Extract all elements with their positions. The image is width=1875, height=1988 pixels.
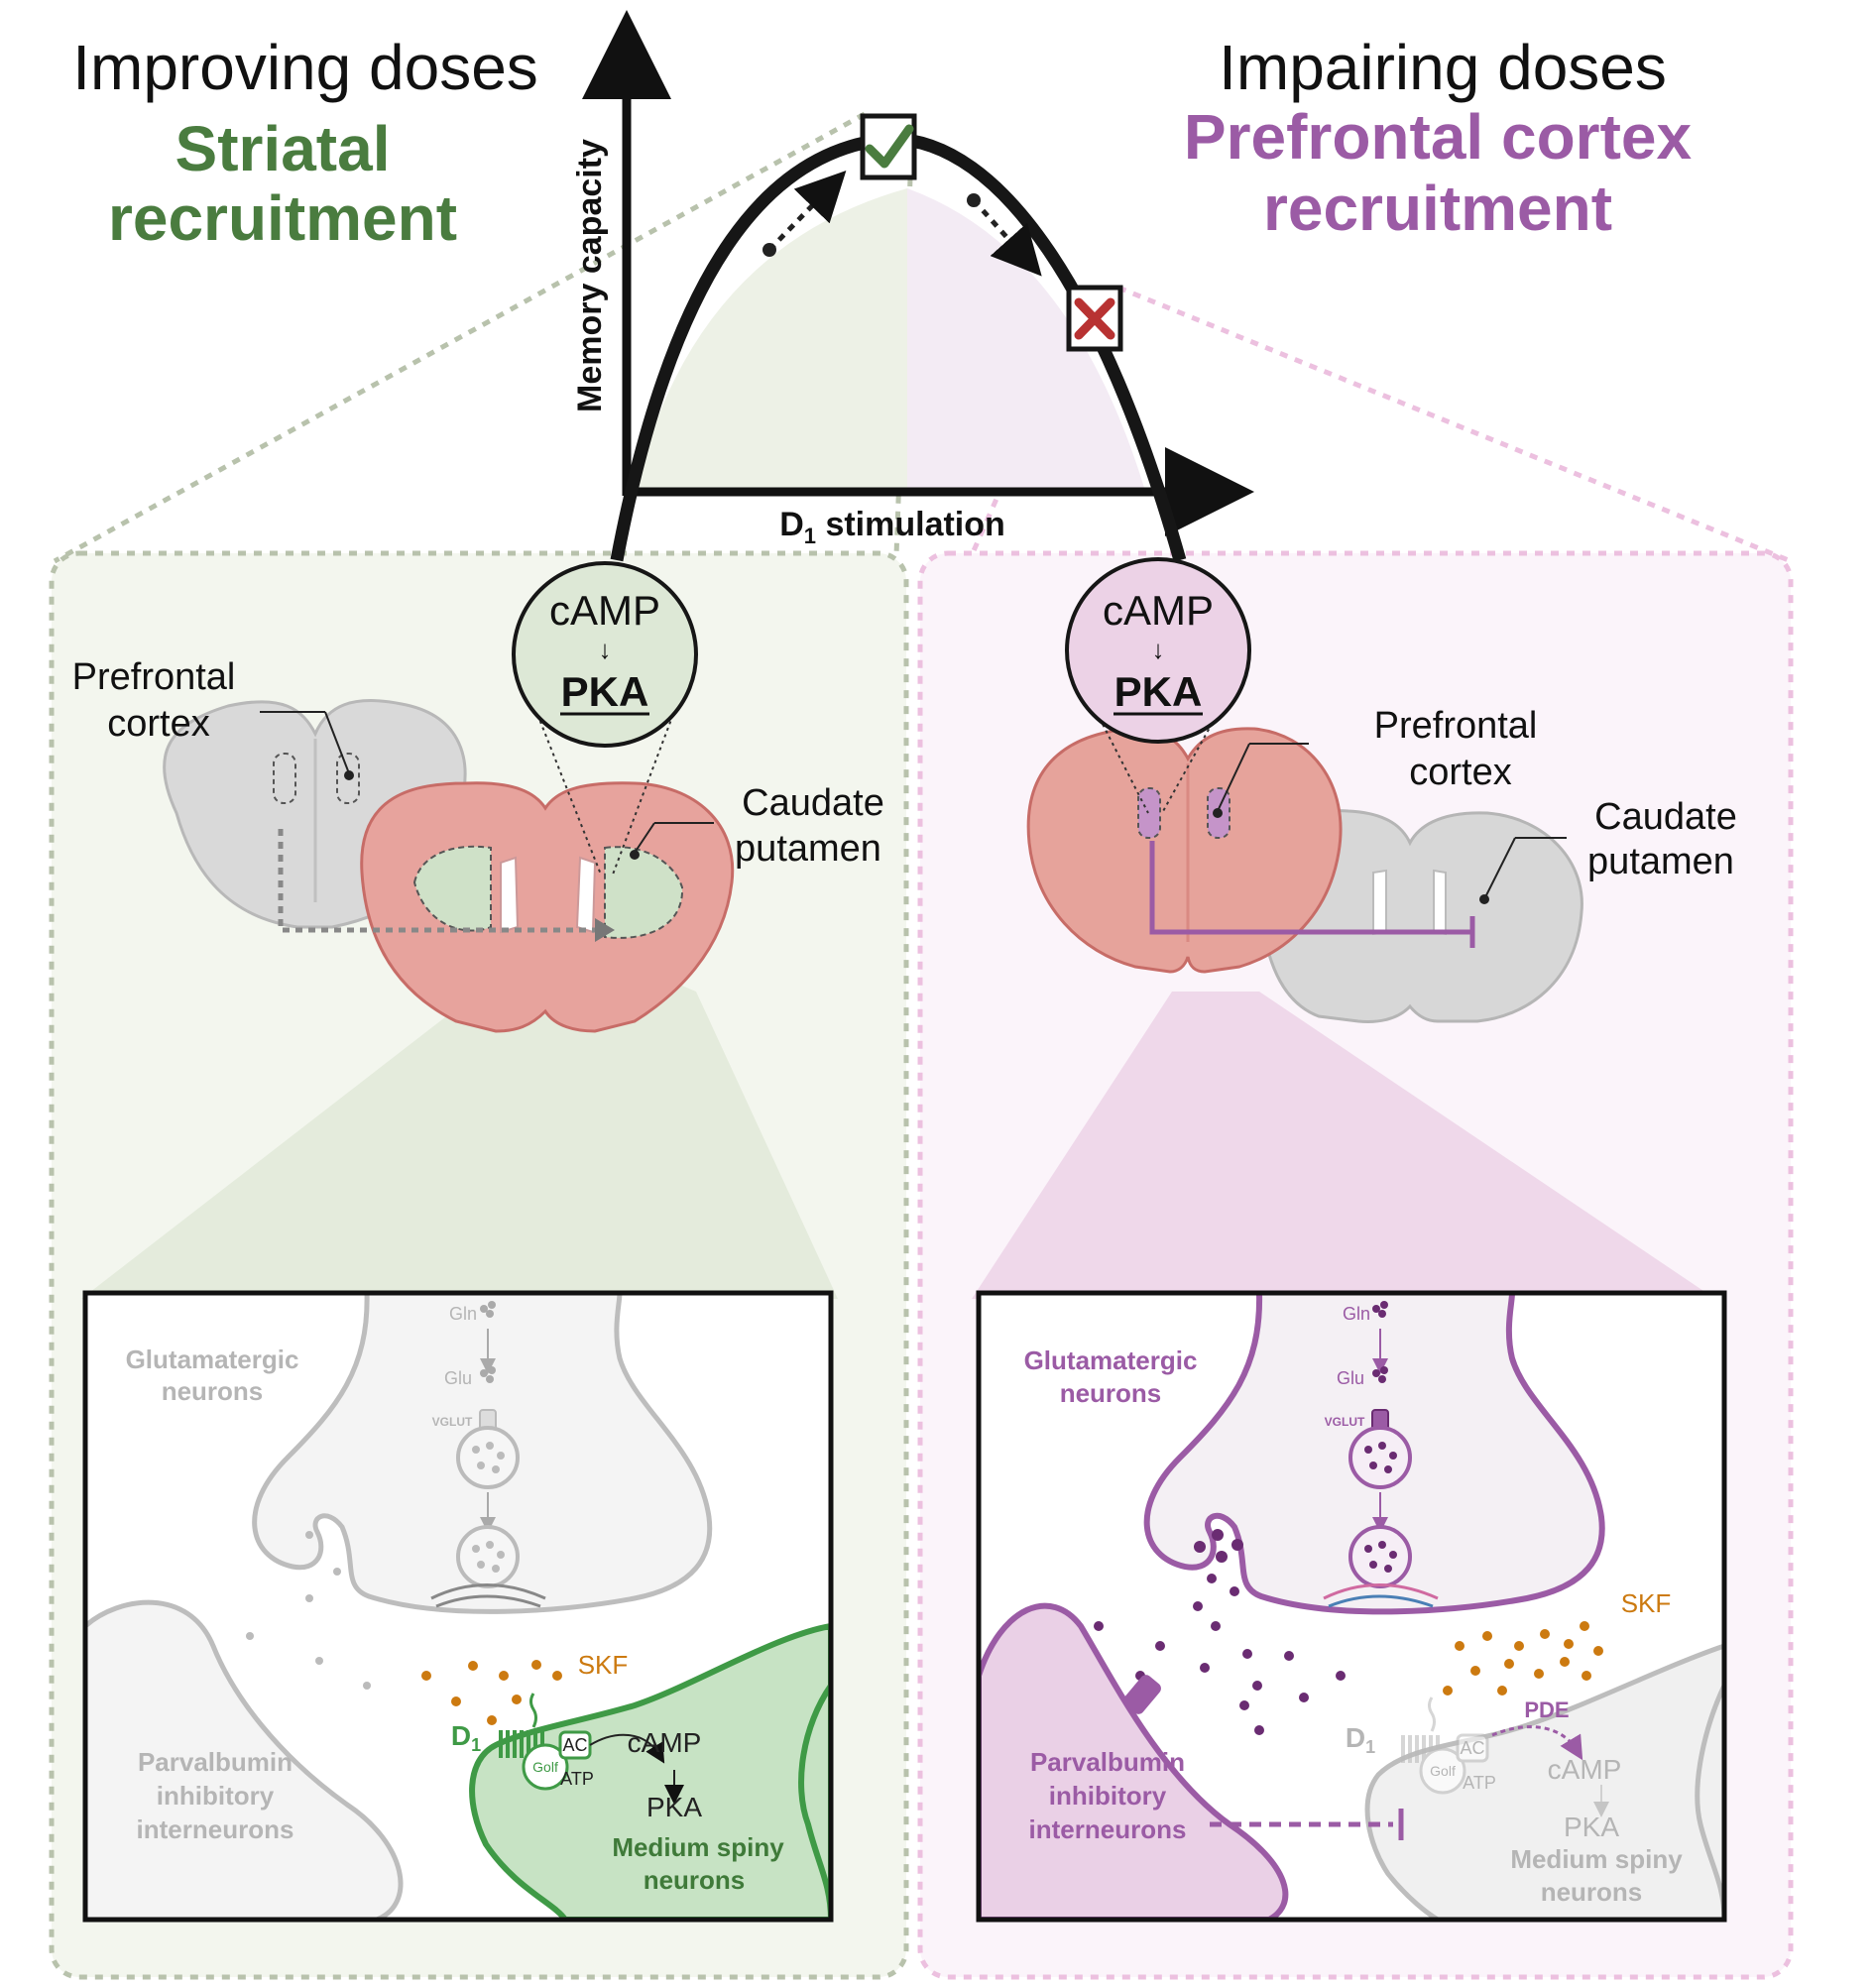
right-pde-label: PDE xyxy=(1524,1697,1569,1722)
left-zoom-cone xyxy=(81,932,838,1299)
right-skf-label: SKF xyxy=(1621,1588,1672,1618)
left-pka-label: PKA xyxy=(646,1792,702,1822)
right-cp-label-1: Caudate xyxy=(1594,796,1737,838)
right-inset-frame xyxy=(976,1290,1727,1923)
left-camp-pka-bubble: cAMP ↓ PKA xyxy=(512,561,698,876)
left-skf-particles xyxy=(421,1660,562,1725)
right-glut-label-1: Glutamatergic xyxy=(1024,1345,1198,1375)
left-d1-receptor xyxy=(499,1693,684,1805)
left-pv-label-1: Parvalbumin xyxy=(138,1747,293,1777)
left-ac-label: AC xyxy=(562,1735,587,1755)
left-skf-label: SKF xyxy=(578,1650,629,1680)
right-connector-line-2 xyxy=(969,323,1076,557)
left-synapse-inset: Gln Glu VGLUT Glutamatergic neurons SKF … xyxy=(82,1290,834,1923)
left-camp-label: cAMP xyxy=(628,1727,702,1758)
right-pv-receptor xyxy=(1123,1675,1161,1714)
right-d1-receptor xyxy=(1401,1696,1609,1817)
left-vglut-label: VGLUT xyxy=(432,1415,473,1429)
right-pv-label-3: interneurons xyxy=(1029,1814,1187,1844)
left-atp-label: ATP xyxy=(560,1769,594,1789)
right-camp-pka-bubble: cAMP ↓ PKA xyxy=(1065,557,1251,814)
left-title: Improving doses xyxy=(72,32,538,103)
left-pfc-label-2: cortex xyxy=(107,703,209,745)
x-axis-label: D1 stimulation xyxy=(779,506,1005,548)
right-d1-label: D1 xyxy=(1346,1722,1375,1757)
left-glut-label-2: neurons xyxy=(162,1376,264,1406)
left-msn-label-2: neurons xyxy=(644,1865,746,1895)
left-pv-interneuron xyxy=(85,1599,404,1920)
right-glut-label-2: neurons xyxy=(1060,1378,1162,1408)
right-pfc-label-2: cortex xyxy=(1409,752,1511,793)
left-bubble-camp: cAMP xyxy=(549,587,660,634)
right-subtitle-line1: Prefrontal cortex xyxy=(1184,101,1693,173)
y-axis-label: Memory capacity xyxy=(571,139,609,412)
right-pv-label-1: Parvalbumin xyxy=(1030,1747,1185,1777)
right-ac-label: AC xyxy=(1460,1738,1484,1758)
left-pfc-label-1: Prefrontal xyxy=(72,656,236,698)
right-glu-label: Glu xyxy=(1337,1368,1364,1388)
right-connector-line xyxy=(1117,285,1792,564)
right-cp-label-2: putamen xyxy=(1587,841,1734,882)
inverted-u-graph: Memory capacity D1 stimulation xyxy=(571,10,1254,562)
left-connector-line xyxy=(53,111,867,564)
right-camp-label: cAMP xyxy=(1548,1754,1622,1785)
left-msn-label-1: Medium spiny xyxy=(612,1832,784,1862)
left-glutamate-particles xyxy=(246,1531,371,1690)
left-pv-label-3: interneurons xyxy=(137,1814,294,1844)
green-shading xyxy=(635,188,907,491)
right-glutamate-particles xyxy=(1094,1574,1346,1735)
left-subtitle-line1: Striatal xyxy=(176,113,391,184)
trajectory-arrow-left xyxy=(767,171,847,252)
purple-shading xyxy=(907,188,1145,491)
left-gln-label: Gln xyxy=(449,1304,477,1324)
right-msn xyxy=(1364,1643,1724,1920)
right-bubble-camp: cAMP xyxy=(1103,587,1214,634)
check-icon xyxy=(865,124,914,169)
cross-icon xyxy=(1074,297,1115,340)
right-bubble-pka: PKA xyxy=(1114,668,1203,715)
right-vesicle-pathway xyxy=(1194,1301,1439,1608)
right-golf-label: Golf xyxy=(1430,1763,1456,1779)
right-subtitle-line2: recruitment xyxy=(1263,173,1612,244)
left-subtitle-line2: recruitment xyxy=(108,182,457,254)
left-bubble-pka: PKA xyxy=(561,668,649,715)
left-cp-label-1: Caudate xyxy=(742,782,884,824)
right-atp-label: ATP xyxy=(1463,1773,1496,1793)
right-pv-label-2: inhibitory xyxy=(1049,1781,1167,1811)
left-glu-label: Glu xyxy=(444,1368,472,1388)
right-pka-label: PKA xyxy=(1564,1812,1619,1842)
left-golf-label: Golf xyxy=(532,1759,558,1775)
left-projection-arrow xyxy=(278,829,595,933)
right-gln-label: Gln xyxy=(1343,1304,1370,1324)
right-synapse-inset: Gln Glu VGLUT Glutamatergic neurons SKF … xyxy=(976,1290,1727,1923)
left-vesicle-pathway xyxy=(430,1301,546,1608)
right-pv-interneuron xyxy=(979,1602,1289,1920)
right-msn-label-2: neurons xyxy=(1541,1877,1643,1907)
left-glut-label-1: Glutamatergic xyxy=(126,1345,299,1374)
left-cp-label-2: putamen xyxy=(735,828,881,870)
right-bubble-arrow: ↓ xyxy=(1152,635,1165,664)
right-inhibitory-projection xyxy=(1149,841,1472,935)
right-pde-arrow xyxy=(1491,1725,1583,1761)
left-d1-label: D1 xyxy=(451,1720,481,1755)
right-zoom-cone xyxy=(972,992,1715,1299)
left-bubble-arrow: ↓ xyxy=(599,635,612,664)
right-pfc-brain-section xyxy=(1026,727,1343,974)
left-inset-frame xyxy=(82,1290,834,1923)
right-title: Impairing doses xyxy=(1219,32,1667,103)
right-vglut-label: VGLUT xyxy=(1325,1415,1365,1429)
left-pv-label-2: inhibitory xyxy=(157,1781,275,1811)
right-msn-label-1: Medium spiny xyxy=(1510,1844,1683,1874)
right-skf-particles xyxy=(1443,1621,1603,1696)
right-pfc-label-1: Prefrontal xyxy=(1374,705,1538,747)
